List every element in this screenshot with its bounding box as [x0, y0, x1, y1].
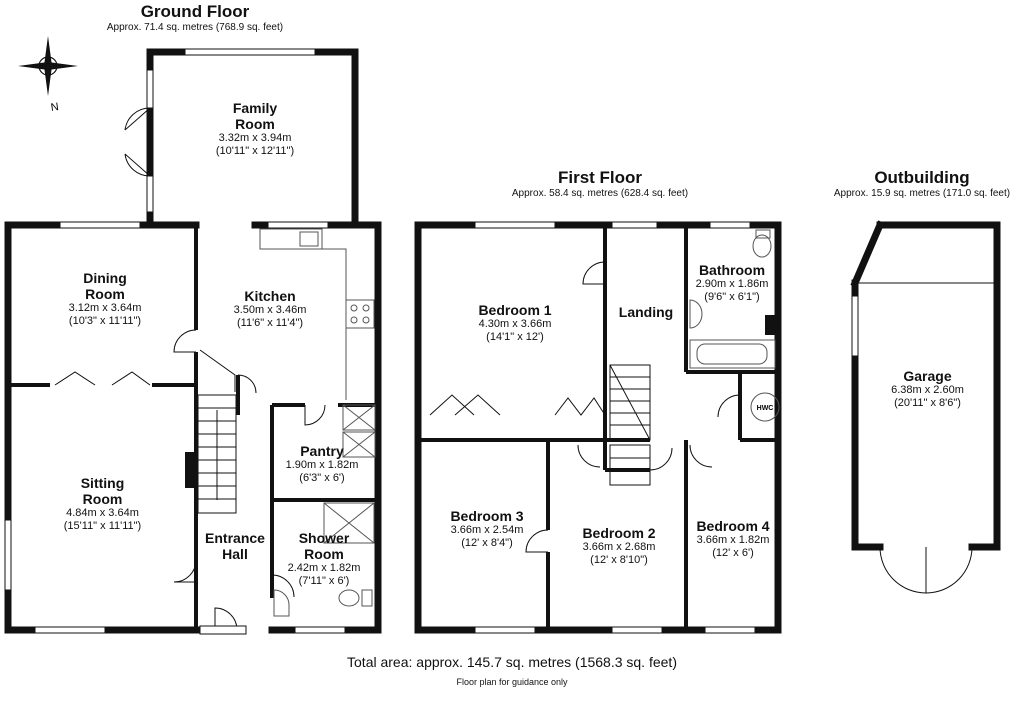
sitting-room-label: Sitting Room 4.84m x 3.64m (15'11" x 11'…: [63, 475, 142, 532]
first-floor-doors: [429, 261, 741, 553]
first-floor-header: First Floor Approx. 58.4 sq. metres (628…: [490, 168, 710, 199]
shower-room-fixtures: [273, 502, 375, 617]
bathroom-stack: [765, 315, 777, 335]
first-floor-internal-walls: [418, 225, 778, 630]
first-floor-title: First Floor: [557, 168, 643, 187]
first-floor-windows: [474, 221, 756, 634]
ground-floor-header: Ground Floor Approx. 71.4 sq. metres (76…: [80, 2, 310, 33]
bathroom-label: Bathroom 2.90m x 1.86m (9'6" x 6'1"): [695, 262, 769, 303]
pantry-label: Pantry 1.90m x 1.82m (6'3" x 6'): [285, 443, 359, 484]
bedroom-3-label: Bedroom 3 3.66m x 2.54m (12' x 8'4"): [450, 508, 524, 549]
bathroom-fixtures: [689, 229, 776, 369]
landing-label: Landing: [618, 304, 674, 320]
outbuilding-area: Approx. 15.9 sq. metres (171.0 sq. feet): [833, 188, 1011, 199]
ground-floor-stairs: [197, 349, 237, 514]
kitchen-fixtures: [259, 228, 376, 458]
guidance-note: Floor plan for guidance only: [456, 677, 568, 687]
bedroom-1-label: Bedroom 1 4.30m x 3.66m (14'1" x 12'): [478, 302, 552, 343]
dining-room-label: Dining Room 3.12m x 3.64m (10'3" x 11'11…: [68, 270, 142, 327]
svg-text:HWC: HWC: [757, 405, 774, 412]
ground-floor-area: Approx. 71.4 sq. metres (768.9 sq. feet): [106, 22, 284, 33]
family-room-label: Family Room 3.32m x 3.94m (10'11" x 12'1…: [215, 100, 295, 157]
first-floor-stairs: [609, 364, 651, 486]
chimney-breast: [185, 452, 194, 488]
first-floor-area: Approx. 58.4 sq. metres (628.4 sq. feet): [511, 188, 689, 199]
hwc-cylinder: HWC: [750, 392, 780, 422]
garage-details: [851, 282, 997, 594]
entrance-hall-label: Entrance Hall: [205, 530, 265, 563]
compass-north-label: N: [50, 101, 60, 114]
ground-floor-windows: [4, 48, 346, 634]
kitchen-label: Kitchen 3.50m x 3.46m (11'6" x 11'4"): [233, 288, 307, 329]
shower-room-label: Shower Room 2.42m x 1.82m (7'11" x 6'): [287, 530, 361, 587]
bedroom-4-label: Bedroom 4 3.66m x 1.82m (12' x 6'): [696, 518, 770, 559]
bedroom-2-label: Bedroom 2 3.66m x 2.68m (12' x 8'10"): [582, 525, 656, 566]
outbuilding-header: Outbuilding Approx. 15.9 sq. metres (171…: [820, 168, 1024, 199]
ground-floor-title: Ground Floor: [140, 2, 250, 21]
compass-icon: N: [18, 36, 78, 114]
total-area: Total area: approx. 145.7 sq. metres (15…: [347, 654, 677, 670]
garage-label: Garage 6.38m x 2.60m (20'11" x 8'6"): [891, 368, 964, 409]
ground-floor-doors: [54, 107, 326, 635]
outbuilding-title: Outbuilding: [874, 168, 970, 187]
